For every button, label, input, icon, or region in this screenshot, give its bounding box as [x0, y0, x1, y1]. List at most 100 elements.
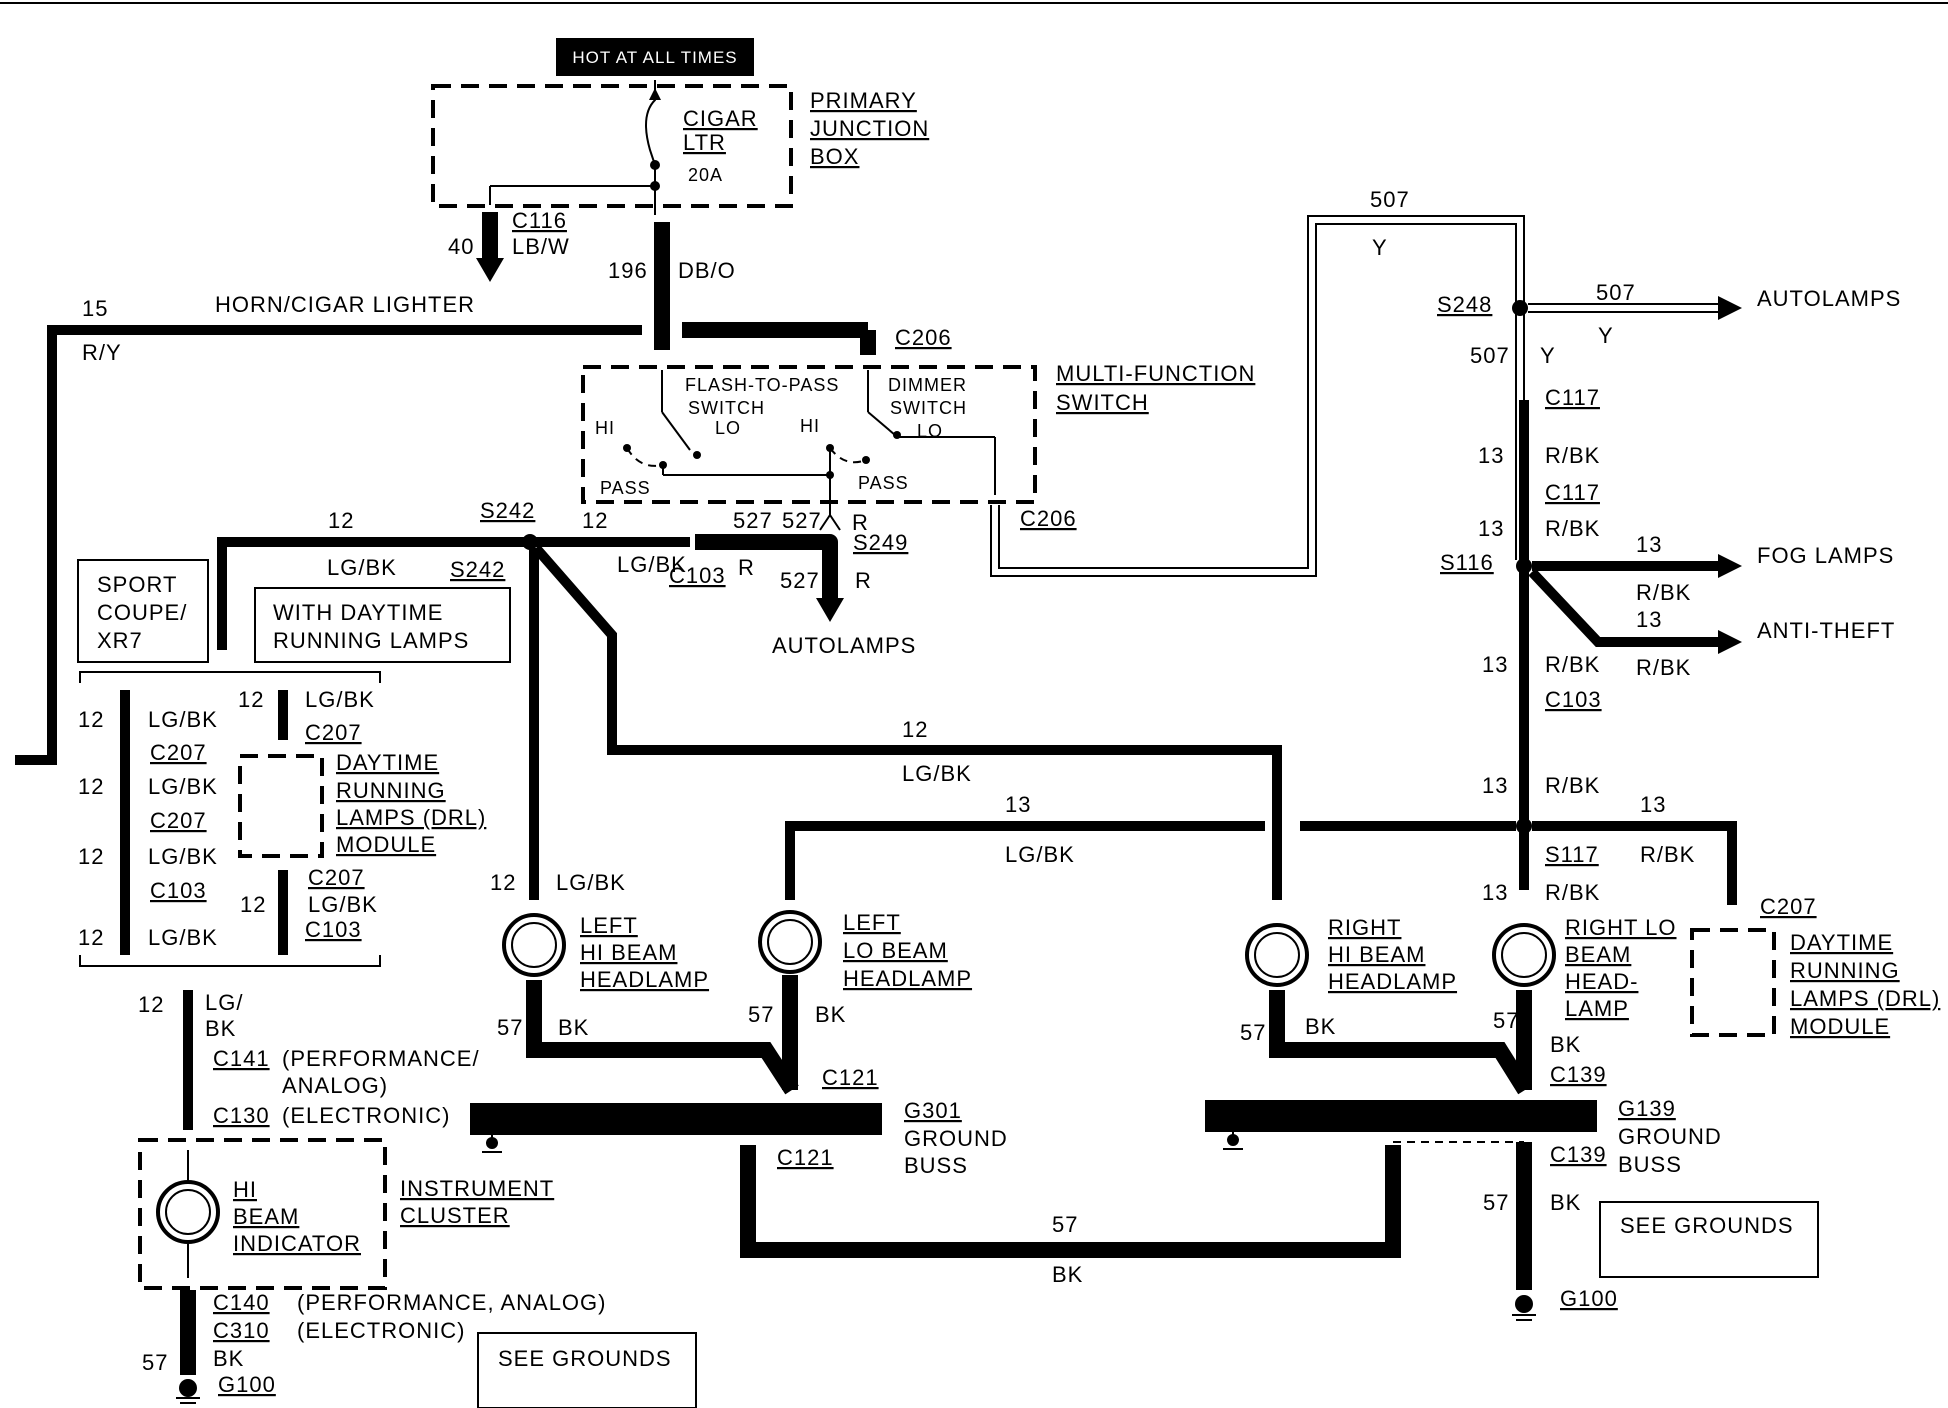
svg-text:C117: C117 — [1545, 480, 1600, 505]
svg-text:C139: C139 — [1550, 1062, 1607, 1087]
svg-text:507: 507 — [1370, 187, 1410, 212]
svg-text:57: 57 — [1483, 1190, 1509, 1215]
svg-text:C310: C310 — [213, 1318, 270, 1343]
svg-text:LTR: LTR — [683, 130, 726, 155]
svg-text:LAMPS (DRL): LAMPS (DRL) — [336, 805, 486, 830]
svg-text:WITH DAYTIME: WITH DAYTIME — [273, 600, 443, 625]
svg-text:R/BK: R/BK — [1545, 652, 1600, 677]
svg-text:40: 40 — [448, 234, 474, 259]
svg-text:13: 13 — [1482, 652, 1508, 677]
svg-text:57: 57 — [1052, 1212, 1078, 1237]
svg-text:HEADLAMP: HEADLAMP — [1328, 969, 1457, 994]
svg-text:BK: BK — [213, 1346, 244, 1371]
svg-text:S242: S242 — [480, 498, 535, 523]
svg-text:LG/BK: LG/BK — [305, 687, 375, 712]
svg-text:C207: C207 — [150, 740, 207, 765]
svg-text:C103: C103 — [669, 563, 726, 588]
svg-text:ANTI-THEFT: ANTI-THEFT — [1757, 618, 1895, 643]
svg-text:BEAM: BEAM — [1565, 942, 1631, 967]
svg-text:FOG LAMPS: FOG LAMPS — [1757, 543, 1894, 568]
svg-text:507: 507 — [1470, 343, 1510, 368]
svg-text:SEE GROUNDS: SEE GROUNDS — [498, 1346, 672, 1371]
svg-text:C130: C130 — [213, 1103, 270, 1128]
svg-text:S248: S248 — [1437, 292, 1492, 317]
svg-text:LG/BK: LG/BK — [1005, 842, 1075, 867]
svg-text:DIMMER: DIMMER — [888, 375, 967, 395]
svg-text:DAYTIME: DAYTIME — [1790, 930, 1893, 955]
svg-text:(PERFORMANCE/: (PERFORMANCE/ — [282, 1046, 480, 1071]
svg-text:527: 527 — [733, 508, 773, 533]
svg-text:(ELECTRONIC): (ELECTRONIC) — [297, 1318, 465, 1343]
svg-text:MULTI-FUNCTION: MULTI-FUNCTION — [1056, 361, 1255, 386]
svg-text:HORN/CIGAR LIGHTER: HORN/CIGAR LIGHTER — [215, 292, 475, 317]
svg-text:13: 13 — [1636, 532, 1662, 557]
svg-text:C116: C116 — [512, 208, 567, 233]
svg-text:C206: C206 — [895, 325, 952, 350]
svg-text:AUTOLAMPS: AUTOLAMPS — [1757, 286, 1901, 311]
svg-text:C103: C103 — [150, 878, 207, 903]
svg-text:DAYTIME: DAYTIME — [336, 750, 439, 775]
svg-text:57: 57 — [748, 1002, 774, 1027]
svg-text:LO BEAM: LO BEAM — [843, 938, 948, 963]
svg-text:12: 12 — [78, 844, 104, 869]
svg-text:C207: C207 — [305, 720, 362, 745]
ground-wiring: 57 BK 57 BK C121 G301 GROUND BUSS C121 5… — [470, 975, 1819, 1321]
svg-text:57: 57 — [142, 1350, 168, 1375]
svg-text:LAMP: LAMP — [1565, 996, 1629, 1021]
svg-text:HI BEAM: HI BEAM — [580, 940, 677, 965]
svg-text:R/BK: R/BK — [1545, 880, 1600, 905]
svg-text:FLASH-TO-PASS: FLASH-TO-PASS — [685, 375, 839, 395]
svg-text:S249: S249 — [853, 530, 908, 555]
svg-text:INSTRUMENT: INSTRUMENT — [400, 1176, 554, 1201]
svg-text:BEAM: BEAM — [233, 1204, 299, 1229]
svg-text:RIGHT: RIGHT — [1328, 915, 1401, 940]
svg-text:12: 12 — [490, 870, 516, 895]
left-lo-beam-headlamp: LEFT LO BEAM HEADLAMP — [758, 910, 972, 991]
svg-text:DB/O: DB/O — [678, 258, 736, 283]
svg-text:HI: HI — [800, 416, 820, 436]
svg-text:LG/BK: LG/BK — [556, 870, 626, 895]
svg-text:LO: LO — [715, 418, 741, 438]
svg-text:13: 13 — [1478, 443, 1504, 468]
svg-text:13: 13 — [1478, 516, 1504, 541]
svg-text:AUTOLAMPS: AUTOLAMPS — [772, 633, 916, 658]
svg-text:MODULE: MODULE — [1790, 1014, 1890, 1039]
svg-text:C140: C140 — [213, 1290, 270, 1315]
wire-12-left-hi: 12 LG/BK — [490, 548, 626, 900]
svg-text:BOX: BOX — [810, 144, 859, 169]
svg-text:R/BK: R/BK — [1636, 655, 1691, 680]
svg-text:12: 12 — [78, 774, 104, 799]
left-panel: SPORT COUPE/ XR7 WITH DAYTIME RUNNING LA… — [77, 559, 511, 967]
wire-15-horn: 15 HORN/CIGAR LIGHTER R/Y — [15, 292, 642, 765]
svg-text:PASS: PASS — [600, 478, 651, 498]
left-hi-beam-headlamp: LEFT HI BEAM HEADLAMP — [502, 913, 709, 992]
primary-junction-box: CIGAR LTR 20A PRIMARY JUNCTION BOX — [431, 80, 929, 215]
svg-text:12: 12 — [238, 687, 264, 712]
svg-text:15: 15 — [82, 296, 108, 321]
svg-text:12: 12 — [902, 717, 928, 742]
wire-40: 40 C116 LB/W — [448, 208, 569, 282]
svg-text:507: 507 — [1596, 280, 1636, 305]
svg-text:LG/BK: LG/BK — [617, 552, 687, 577]
svg-text:GROUND: GROUND — [1618, 1124, 1722, 1149]
svg-text:JUNCTION: JUNCTION — [810, 116, 929, 141]
svg-text:G301: G301 — [904, 1098, 962, 1123]
svg-text:S117: S117 — [1545, 842, 1599, 867]
svg-text:527: 527 — [782, 508, 822, 533]
svg-text:RUNNING: RUNNING — [1790, 958, 1900, 983]
svg-text:BK: BK — [558, 1015, 589, 1040]
svg-text:C121: C121 — [777, 1145, 834, 1170]
svg-text:BUSS: BUSS — [1618, 1152, 1682, 1177]
right-hi-beam-headlamp: RIGHT HI BEAM HEADLAMP — [1245, 915, 1457, 994]
svg-text:HEADLAMP: HEADLAMP — [843, 966, 972, 991]
drl-module-right: DAYTIME RUNNING LAMPS (DRL) MODULE — [1690, 928, 1939, 1039]
svg-text:BK: BK — [1550, 1032, 1581, 1057]
svg-text:13: 13 — [1636, 607, 1662, 632]
svg-text:SWITCH: SWITCH — [1056, 390, 1149, 415]
svg-text:ANALOG): ANALOG) — [282, 1073, 388, 1098]
svg-text:HEADLAMP: HEADLAMP — [580, 967, 709, 992]
svg-text:LEFT: LEFT — [580, 913, 638, 938]
svg-text:LG/BK: LG/BK — [148, 774, 218, 799]
svg-text:R/BK: R/BK — [1636, 580, 1691, 605]
svg-text:RIGHT LO: RIGHT LO — [1565, 915, 1677, 940]
